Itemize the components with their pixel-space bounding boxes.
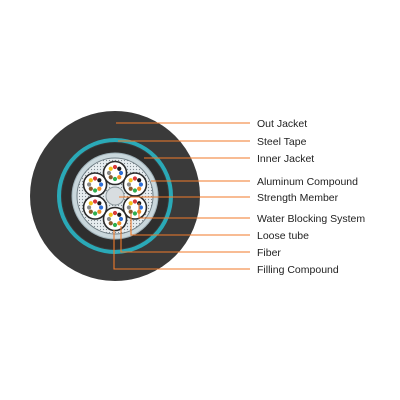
fiber-icon — [88, 178, 93, 183]
loose-tube-shell — [122, 195, 148, 220]
fiber-icon — [128, 209, 133, 214]
label-strength-member: Strength Member — [257, 192, 339, 204]
fiber-icon — [92, 211, 98, 216]
fiber-icon — [132, 211, 138, 216]
fiber-icon — [132, 188, 138, 193]
fiber-icon — [106, 216, 112, 222]
fiber-icon — [108, 221, 113, 226]
fiber-icon — [98, 205, 104, 210]
fiber-icon — [86, 205, 92, 210]
fiber-icon — [92, 176, 98, 181]
fiber-icon — [118, 216, 124, 222]
label-loose-tube: Loose tube — [257, 230, 309, 242]
fiber-icon — [128, 186, 133, 191]
fiber-icon — [88, 201, 93, 206]
fiber-icon — [137, 186, 142, 191]
label-inner-jacket: Inner Jacket — [257, 153, 314, 165]
fiber-icon — [117, 166, 122, 171]
label-fiber: Fiber — [257, 247, 281, 259]
fiber-icon — [88, 186, 93, 191]
fiber-icon — [97, 209, 102, 214]
fiber-icon — [117, 212, 122, 217]
loose-tube-shell — [102, 206, 128, 232]
fiber-icon — [108, 166, 113, 171]
fiber-icon — [92, 188, 98, 193]
fiber-icon — [92, 199, 98, 204]
fiber-icon — [117, 221, 122, 226]
fiber-icon — [98, 182, 104, 187]
fiber-icon — [97, 178, 102, 183]
fiber-icon — [126, 205, 132, 210]
label-steel-tape: Steel Tape — [257, 136, 307, 148]
fiber-icon — [137, 178, 142, 183]
fiber-icon — [88, 209, 93, 214]
fiber-icon — [132, 199, 138, 204]
labels: Out Jacket Steel Tape Inner Jacket Alumi… — [257, 118, 365, 276]
fiber-icon — [112, 164, 118, 170]
leader-water-blocking-system — [138, 203, 250, 219]
fiber-icon — [86, 182, 92, 187]
loose-tube-icon — [102, 160, 128, 186]
leader-fiber — [120, 226, 250, 253]
loose-tube-icon — [122, 195, 148, 220]
fiber-icon — [106, 170, 112, 176]
fiber-icon — [138, 182, 144, 187]
label-aluminum-compound: Aluminum Compound — [257, 176, 358, 188]
fiber-icon — [112, 176, 118, 182]
fiber-icon — [97, 186, 102, 191]
fiber-icon — [138, 205, 144, 210]
fiber-icon — [108, 175, 113, 180]
label-filling-compound: Filling Compound — [257, 264, 339, 276]
label-out-jacket: Out Jacket — [257, 118, 307, 130]
fiber-icon — [117, 175, 122, 180]
fiber-icon — [128, 178, 133, 183]
leader-filling-compound — [113, 230, 250, 270]
fiber-icon — [112, 222, 118, 228]
cable-cross-section — [30, 111, 200, 281]
strength-member-core — [105, 186, 125, 206]
loose-tubes — [82, 160, 148, 232]
label-water-blocking-system: Water Blocking System — [257, 213, 365, 225]
steel-tape-ring — [57, 138, 173, 254]
loose-tube-icon — [122, 172, 148, 197]
fiber-icon — [97, 201, 102, 206]
fiber-icon — [126, 182, 132, 187]
loose-tube-icon — [102, 206, 128, 232]
fiber-icon — [108, 212, 113, 217]
loose-tube-shell — [102, 160, 128, 186]
leader-loose-tube — [130, 214, 250, 236]
leader-lines — [113, 122, 250, 270]
loose-tube-icon — [82, 195, 108, 220]
fiber-icon — [132, 176, 138, 181]
loose-tube-shell — [82, 172, 108, 197]
fiber-icon — [112, 210, 118, 216]
loose-tube-icon — [82, 172, 108, 197]
fiber-icon — [128, 201, 133, 206]
fiber-icon — [118, 170, 124, 176]
